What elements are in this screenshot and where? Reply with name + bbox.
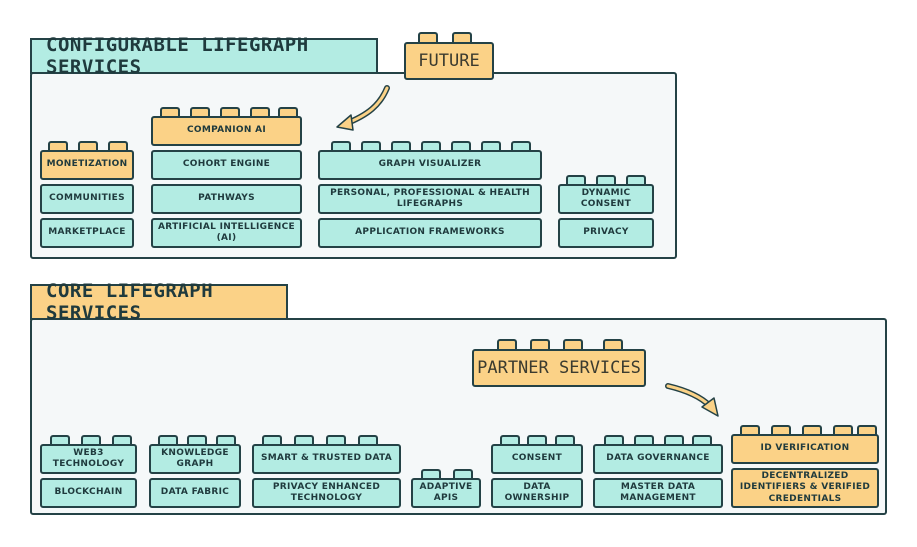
dynamic-consent-brick: DYNAMIC CONSENT: [558, 184, 654, 214]
partner-services-tag: PARTNER SERVICES: [472, 349, 646, 387]
cohort-engine-brick: COHORT ENGINE: [151, 150, 302, 180]
stud: [278, 107, 298, 117]
stud: [453, 469, 473, 479]
companion-ai-brick: COMPANION AI: [151, 116, 302, 146]
id-verification-brick: ID VERIFICATION: [731, 434, 879, 464]
stud: [81, 435, 101, 445]
data-ownership-brick: DATA OWNERSHIP: [491, 478, 583, 508]
configurable-services-title: CONFIGURABLE LIFEGRAPH SERVICES: [30, 34, 378, 78]
stud: [78, 141, 98, 151]
graph-visualizer-brick: GRAPH VISUALIZER: [318, 150, 542, 180]
stud: [511, 141, 531, 151]
stud: [500, 435, 520, 445]
stud: [190, 107, 210, 117]
stud: [294, 435, 314, 445]
stud: [108, 141, 128, 151]
privacy-brick: PRIVACY: [558, 218, 654, 248]
stud: [857, 425, 877, 435]
future-stud-2: [452, 32, 472, 42]
stud: [664, 435, 684, 445]
stud: [626, 175, 646, 185]
stud: [220, 107, 240, 117]
stud: [250, 107, 270, 117]
stud: [112, 435, 132, 445]
partner-stud-2: [530, 339, 550, 349]
partner-stud-4: [603, 339, 623, 349]
stud: [160, 107, 180, 117]
partner-stud-1: [497, 339, 517, 349]
partner-stud-3: [563, 339, 583, 349]
stud: [481, 141, 501, 151]
stud: [833, 425, 853, 435]
blockchain-brick: BLOCKCHAIN: [40, 478, 137, 508]
stud: [451, 141, 471, 151]
web3-technology-brick: WEB3 TECHNOLOGY: [40, 444, 137, 474]
future-tag: FUTURE: [404, 42, 494, 80]
stud: [596, 175, 616, 185]
master-data-management-brick: MASTER DATA MANAGEMENT: [593, 478, 723, 508]
communities-brick: COMMUNITIES: [40, 184, 134, 214]
smart-trusted-data-brick: SMART & TRUSTED DATA: [252, 444, 401, 474]
stud: [158, 435, 178, 445]
stud: [802, 425, 822, 435]
stud: [566, 175, 586, 185]
marketplace-brick: MARKETPLACE: [40, 218, 134, 248]
data-fabric-brick: DATA FABRIC: [149, 478, 241, 508]
adaptive-apis-brick: ADAPTIVE APIS: [411, 478, 481, 508]
stud: [740, 425, 760, 435]
stud: [421, 469, 441, 479]
artificial-intelligence-brick: ARTIFICIAL INTELLIGENCE (AI): [151, 218, 302, 248]
stud: [771, 425, 791, 435]
stud: [527, 435, 547, 445]
stud: [216, 435, 236, 445]
stud: [391, 141, 411, 151]
lifegraphs-brick: PERSONAL, PROFESSIONAL & HEALTH LIFEGRAP…: [318, 184, 542, 214]
decentralized-identifiers-brick: DECENTRALIZED IDENTIFIERS & VERIFIED CRE…: [731, 468, 879, 508]
data-governance-brick: DATA GOVERNANCE: [593, 444, 723, 474]
stud: [331, 141, 351, 151]
knowledge-graph-brick: KNOWLEDGE GRAPH: [149, 444, 241, 474]
monetization-brick: MONETIZATION: [40, 150, 134, 180]
stud: [50, 435, 70, 445]
stud: [555, 435, 575, 445]
stud: [262, 435, 282, 445]
core-services-title: CORE LIFEGRAPH SERVICES: [30, 280, 288, 324]
stud: [604, 435, 624, 445]
stud: [421, 141, 441, 151]
stud: [326, 435, 346, 445]
stud: [361, 141, 381, 151]
stud: [692, 435, 712, 445]
stud: [48, 141, 68, 151]
privacy-enhanced-technology-brick: PRIVACY ENHANCED TECHNOLOGY: [252, 478, 401, 508]
application-frameworks-brick: APPLICATION FRAMEWORKS: [318, 218, 542, 248]
stud: [634, 435, 654, 445]
stud: [187, 435, 207, 445]
consent-brick: CONSENT: [491, 444, 583, 474]
pathways-brick: PATHWAYS: [151, 184, 302, 214]
future-stud-1: [418, 32, 438, 42]
stud: [358, 435, 378, 445]
